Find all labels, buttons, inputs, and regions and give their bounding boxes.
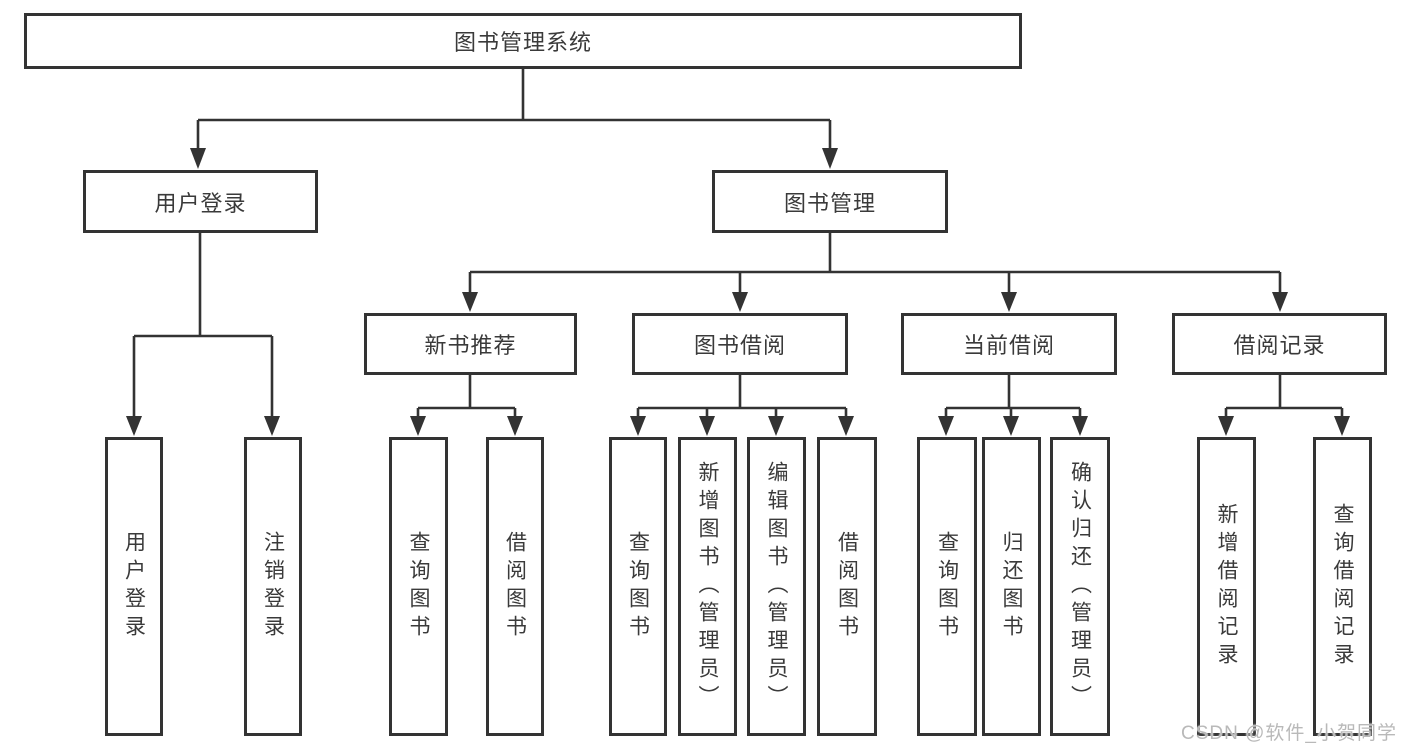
arrow-icon — [410, 416, 426, 436]
arrow-icon — [1218, 416, 1234, 436]
leaf-add-borrow-record: 新增借阅记录 — [1197, 437, 1256, 736]
arrow-icon — [699, 416, 715, 436]
leaf-query-books-recommend: 查询图书 — [389, 437, 448, 736]
leaf-query-borrow-record: 查询借阅记录 — [1313, 437, 1372, 736]
leaf-edit-books-admin: 编辑图书（管理员） — [747, 437, 806, 736]
leaf-confirm-return-admin: 确认归还（管理员） — [1050, 437, 1110, 736]
arrow-icon — [822, 148, 838, 169]
leaf-query-books-borrow: 查询图书 — [609, 437, 667, 736]
leaf-add-books-admin: 新增图书（管理员） — [678, 437, 737, 736]
arrow-icon — [630, 416, 646, 436]
arrow-icon — [190, 148, 206, 169]
leaf-logout: 注销登录 — [244, 437, 302, 736]
node-user-login: 用户登录 — [83, 170, 318, 233]
arrow-icon — [938, 416, 954, 436]
arrow-icon — [1334, 416, 1350, 436]
node-current-borrow: 当前借阅 — [901, 313, 1117, 375]
leaf-user-login: 用户登录 — [105, 437, 163, 736]
arrow-icon — [768, 416, 784, 436]
arrow-icon — [462, 292, 478, 312]
arrow-icon — [1272, 292, 1288, 312]
arrow-icon — [1001, 292, 1017, 312]
node-book-borrow: 图书借阅 — [632, 313, 848, 375]
leaf-query-books-current: 查询图书 — [917, 437, 977, 736]
arrow-icon — [1072, 416, 1088, 436]
arrow-icon — [126, 416, 142, 436]
csdn-watermark: CSDN @软件_小贺同学 — [1181, 723, 1397, 744]
node-root-system: 图书管理系统 — [24, 13, 1022, 69]
arrow-icon — [838, 416, 854, 436]
leaf-borrow-books-recommend: 借阅图书 — [486, 437, 544, 736]
arrow-icon — [1003, 416, 1019, 436]
arrow-icon — [264, 416, 280, 436]
node-book-management: 图书管理 — [712, 170, 948, 233]
node-new-book-recommend: 新书推荐 — [364, 313, 577, 375]
arrow-icon — [732, 292, 748, 312]
leaf-borrow-books: 借阅图书 — [817, 437, 877, 736]
leaf-return-books: 归还图书 — [982, 437, 1041, 736]
node-borrow-records: 借阅记录 — [1172, 313, 1387, 375]
arrow-icon — [507, 416, 523, 436]
